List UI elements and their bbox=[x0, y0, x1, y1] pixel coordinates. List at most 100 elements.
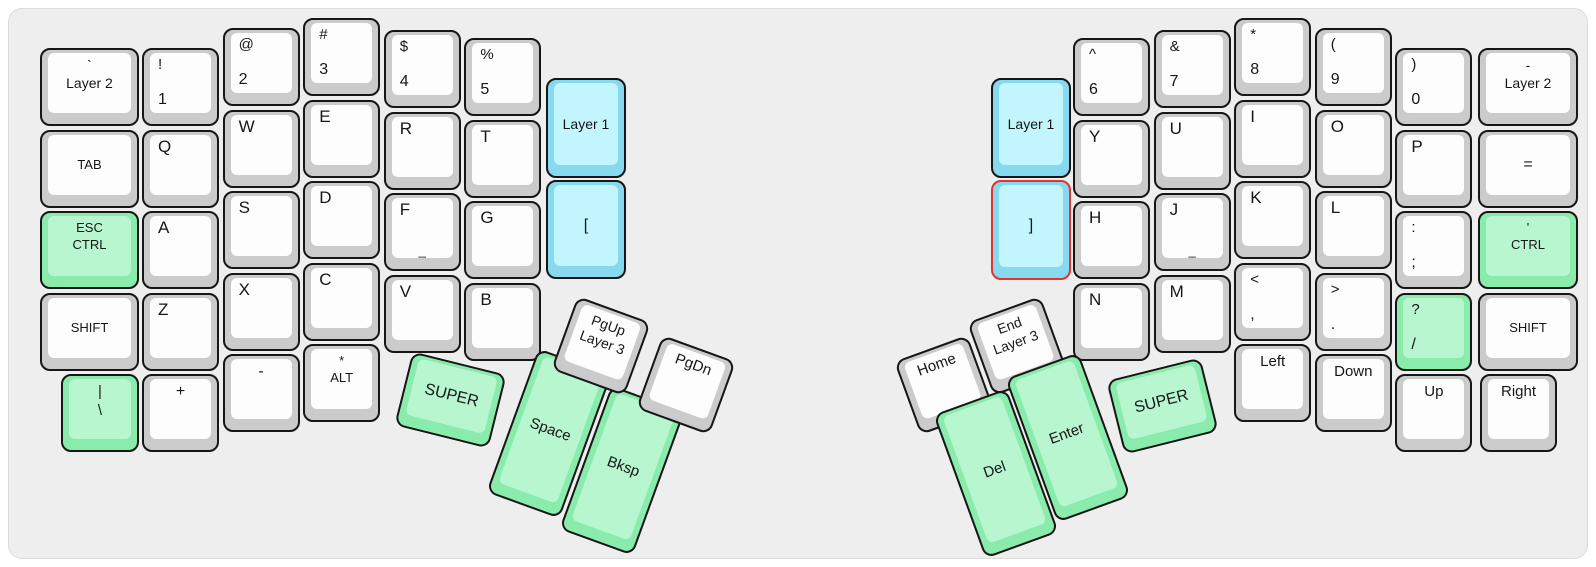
key-equals[interactable]: = bbox=[1478, 129, 1578, 208]
key-i[interactable]: I bbox=[1234, 99, 1312, 178]
key-legend: Layer 2 bbox=[66, 75, 113, 91]
keycap-top: S bbox=[230, 196, 292, 257]
key-plus[interactable]: + bbox=[142, 374, 219, 453]
key-lessthan-comma[interactable]: <, bbox=[1234, 262, 1312, 341]
key-greaterthan-period[interactable]: >. bbox=[1314, 272, 1392, 351]
key-g[interactable]: G bbox=[464, 201, 542, 280]
key-v[interactable]: V bbox=[383, 274, 461, 353]
key-m[interactable]: M bbox=[1153, 274, 1231, 353]
key-w[interactable]: W bbox=[222, 109, 300, 188]
key-legend: 9 bbox=[1330, 71, 1340, 88]
key-super-right[interactable]: SUPER bbox=[1105, 357, 1219, 455]
key-grave-layer2[interactable]: `Layer 2 bbox=[40, 48, 139, 126]
key-layer1-right[interactable]: Layer 1 bbox=[991, 78, 1071, 178]
keycap-top: :; bbox=[1403, 216, 1465, 277]
key-exclam-1[interactable]: !1 bbox=[142, 48, 219, 126]
key-legend: ? bbox=[1411, 300, 1420, 318]
key-s[interactable]: S bbox=[222, 191, 300, 270]
key-lparen-9[interactable]: (9 bbox=[1314, 28, 1392, 106]
key-rparen-0[interactable]: )0 bbox=[1395, 48, 1473, 126]
key-left-bracket[interactable]: [ bbox=[546, 180, 626, 279]
key-legend: \ bbox=[97, 402, 103, 420]
key-legend: CTRL bbox=[1511, 237, 1545, 253]
key-legend: , bbox=[1250, 305, 1255, 323]
keycap-top: 'CTRL bbox=[1486, 216, 1570, 277]
keycap-top: ] bbox=[999, 185, 1063, 267]
key-legend: SUPER bbox=[1132, 386, 1190, 417]
key-u[interactable]: U bbox=[1153, 111, 1231, 190]
key-layer1-left[interactable]: Layer 1 bbox=[546, 78, 626, 178]
key-legend: : bbox=[1411, 219, 1416, 237]
key-legend: $ bbox=[399, 38, 409, 55]
key-k[interactable]: K bbox=[1234, 181, 1312, 260]
key-minus-layer2[interactable]: -Layer 2 bbox=[1478, 48, 1578, 126]
key-pipe-backslash[interactable]: |\ bbox=[61, 374, 139, 453]
key-caret-6[interactable]: ^6 bbox=[1073, 38, 1150, 116]
key-x[interactable]: X bbox=[222, 272, 300, 351]
key-legend: Bksp bbox=[604, 452, 642, 480]
keycap-top: -Layer 2 bbox=[1486, 53, 1570, 113]
key-percent-5[interactable]: %5 bbox=[464, 38, 542, 116]
keycap-top: *ALT bbox=[311, 349, 373, 410]
key-a[interactable]: A bbox=[142, 211, 219, 290]
key-legend: & bbox=[1169, 38, 1180, 55]
key-e[interactable]: E bbox=[303, 99, 381, 178]
keycap-top: )0 bbox=[1403, 53, 1465, 113]
key-arrow-right[interactable]: Right bbox=[1480, 374, 1557, 453]
key-arrow-down[interactable]: Down bbox=[1314, 354, 1392, 433]
key-minus-lower[interactable]: - bbox=[222, 354, 300, 433]
key-z[interactable]: Z bbox=[142, 292, 219, 371]
key-at-2[interactable]: @2 bbox=[222, 28, 300, 106]
keycap-top: `Layer 2 bbox=[48, 53, 131, 113]
key-r[interactable]: R bbox=[383, 111, 461, 190]
key-p[interactable]: P bbox=[1395, 129, 1473, 208]
key-legend: K bbox=[1250, 188, 1262, 208]
key-d[interactable]: D bbox=[303, 181, 381, 260]
keycap-top: SHIFT bbox=[48, 297, 131, 358]
key-legend: Layer 1 bbox=[1007, 116, 1055, 132]
key-legend: M bbox=[1169, 281, 1184, 301]
key-o[interactable]: O bbox=[1314, 109, 1392, 188]
key-legend-lines: *ALT bbox=[311, 352, 372, 386]
key-f[interactable]: F_ bbox=[383, 193, 461, 272]
key-colon-semicolon[interactable]: :; bbox=[1395, 211, 1473, 290]
key-h[interactable]: H bbox=[1073, 201, 1150, 280]
key-j[interactable]: J_ bbox=[1153, 193, 1231, 272]
keycap-top: Left bbox=[1242, 349, 1304, 410]
keycap-top: K bbox=[1242, 186, 1304, 247]
key-legend: Del bbox=[981, 457, 1009, 482]
key-quote-ctrl[interactable]: 'CTRL bbox=[1478, 211, 1578, 290]
key-shift-right[interactable]: SHIFT bbox=[1478, 292, 1578, 371]
key-asterisk-alt[interactable]: *ALT bbox=[303, 344, 381, 423]
key-legend: PgDn bbox=[672, 350, 714, 380]
key-arrow-left[interactable]: Left bbox=[1234, 344, 1312, 423]
key-l[interactable]: L bbox=[1314, 191, 1392, 270]
key-legend: 1 bbox=[158, 91, 167, 108]
key-hash-3[interactable]: #3 bbox=[303, 18, 381, 96]
key-right-bracket[interactable]: ] bbox=[991, 180, 1071, 280]
key-question-slash[interactable]: ?/ bbox=[1395, 292, 1473, 371]
key-legend: SUPER bbox=[422, 380, 480, 411]
key-ampersand-7[interactable]: &7 bbox=[1153, 30, 1231, 108]
key-arrow-up[interactable]: Up bbox=[1395, 374, 1473, 453]
key-super-left[interactable]: SUPER bbox=[393, 351, 507, 449]
key-shift-left[interactable]: SHIFT bbox=[40, 292, 139, 371]
key-legend: U bbox=[1169, 118, 1182, 138]
keycap-top: ?/ bbox=[1403, 297, 1465, 358]
key-asterisk-8[interactable]: *8 bbox=[1234, 18, 1312, 96]
key-legend: < bbox=[1250, 270, 1259, 288]
key-dollar-4[interactable]: $4 bbox=[383, 30, 461, 108]
key-tab[interactable]: TAB bbox=[40, 129, 139, 208]
key-b[interactable]: B bbox=[464, 282, 542, 361]
key-y[interactable]: Y bbox=[1073, 119, 1150, 198]
key-c[interactable]: C bbox=[303, 262, 381, 341]
keycap-top: M bbox=[1161, 279, 1223, 340]
key-q[interactable]: Q bbox=[142, 129, 219, 208]
key-t[interactable]: T bbox=[464, 119, 542, 198]
key-n[interactable]: N bbox=[1073, 282, 1150, 361]
